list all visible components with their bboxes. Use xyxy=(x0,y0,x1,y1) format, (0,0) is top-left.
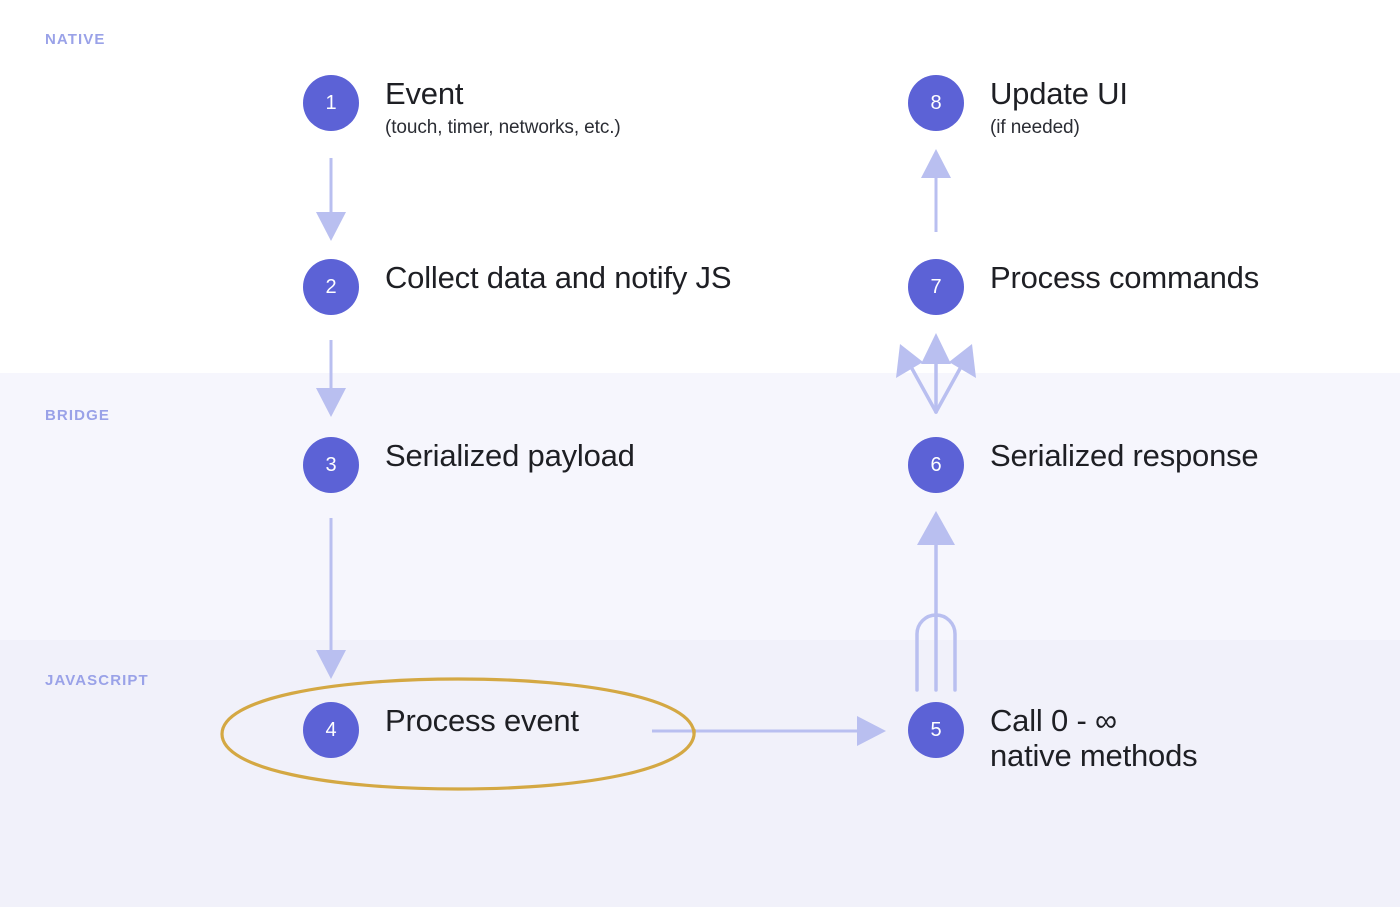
step-node-7[interactable]: 7 Process commands xyxy=(908,259,1259,315)
step-text-7: Process commands xyxy=(990,259,1259,296)
step-title-2: Collect data and notify JS xyxy=(385,260,732,295)
step-node-5[interactable]: 5 Call 0 - ∞ native methods xyxy=(908,702,1198,773)
step-node-2[interactable]: 2 Collect data and notify JS xyxy=(303,259,732,315)
step-subtitle-1: (touch, timer, networks, etc.) xyxy=(385,116,621,138)
step-title-7: Process commands xyxy=(990,260,1260,295)
band-bridge xyxy=(0,373,1400,640)
step-badge-7: 7 xyxy=(908,259,964,315)
step-text-4: Process event xyxy=(385,702,579,739)
step-text-1: Event (touch, timer, networks, etc.) xyxy=(385,75,621,140)
step-badge-6: 6 xyxy=(908,437,964,493)
band-javascript xyxy=(0,640,1400,907)
step-node-3[interactable]: 3 Serialized payload xyxy=(303,437,635,493)
step-title-4: Process event xyxy=(385,703,579,738)
step-badge-1: 1 xyxy=(303,75,359,131)
step-node-1[interactable]: 1 Event (touch, timer, networks, etc.) xyxy=(303,75,621,140)
step-subtitle-8: (if needed) xyxy=(990,116,1080,138)
step-text-8: Update UI (if needed) xyxy=(990,75,1128,140)
step-text-2: Collect data and notify JS xyxy=(385,259,732,296)
step-title-8: Update UI xyxy=(990,76,1128,111)
step-badge-8: 8 xyxy=(908,75,964,131)
step-node-6[interactable]: 6 Serialized response xyxy=(908,437,1259,493)
step-badge-3: 3 xyxy=(303,437,359,493)
step-badge-2: 2 xyxy=(303,259,359,315)
band-native xyxy=(0,0,1400,373)
step-text-5: Call 0 - ∞ native methods xyxy=(990,702,1198,773)
step-title-6: Serialized response xyxy=(990,438,1259,473)
step-node-8[interactable]: 8 Update UI (if needed) xyxy=(908,75,1128,140)
step-text-6: Serialized response xyxy=(990,437,1259,474)
step-badge-5: 5 xyxy=(908,702,964,758)
step-title-1: Event xyxy=(385,76,464,111)
step-badge-4: 4 xyxy=(303,702,359,758)
step-text-3: Serialized payload xyxy=(385,437,635,474)
step-title-5: Call 0 - ∞ native methods xyxy=(990,703,1198,773)
band-label-javascript: JAVASCRIPT xyxy=(45,672,149,689)
band-label-native: NATIVE xyxy=(45,31,106,48)
step-title-3: Serialized payload xyxy=(385,438,635,473)
band-label-bridge: BRIDGE xyxy=(45,407,110,424)
step-node-4[interactable]: 4 Process event xyxy=(303,702,579,758)
